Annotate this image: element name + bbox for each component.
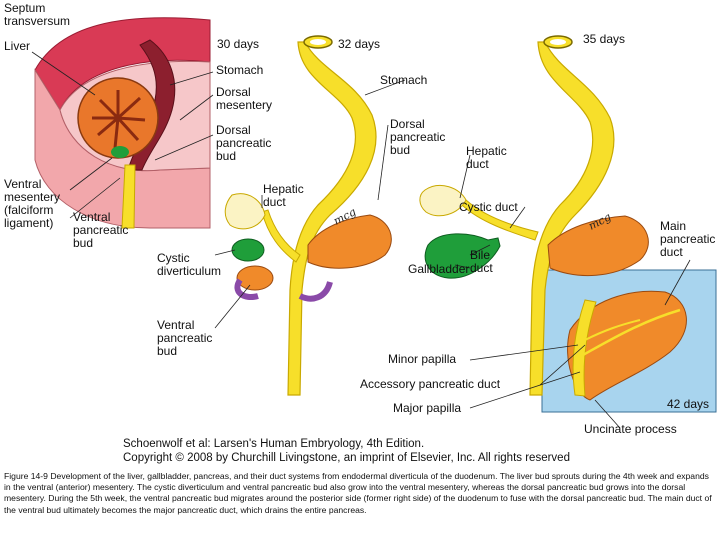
label-cystic-duct: Cystic duct xyxy=(459,200,518,214)
gallbladder-shape xyxy=(424,233,501,279)
figure-caption: Figure 14-9 Development of the liver, ga… xyxy=(4,471,712,515)
liver-lobules xyxy=(92,90,146,149)
label-hepatic-duct-35: Hepatic duct xyxy=(466,144,507,171)
label-accessory-pancreatic-duct: Accessory pancreatic duct xyxy=(360,377,501,391)
label-minor-papilla: Minor papilla xyxy=(388,352,457,366)
label-bile-duct: Bile duct xyxy=(470,248,493,275)
stage-42-days: 42 days xyxy=(667,397,710,411)
dorsal-pancreas-35-shape xyxy=(547,215,649,277)
liver-bud-32-shape xyxy=(224,193,266,230)
label-ventral-pancreatic-bud-32: Ventral pancreatic bud xyxy=(157,318,213,358)
duodenum-30-shape xyxy=(121,164,136,229)
panel-30-days xyxy=(34,17,211,229)
dorsal-pancreatic-bud-32-shape xyxy=(307,214,392,269)
label-septum-transversum: Septum transversum xyxy=(4,1,71,28)
label-stomach-32: Stomach xyxy=(380,73,428,87)
main-pancreatic-duct-path xyxy=(582,308,681,357)
label-ventral-pancreatic-bud-30: Ventral pancreatic bud xyxy=(73,210,129,250)
accessory-duct-path xyxy=(584,319,641,341)
label-uncinate-process: Uncinate process xyxy=(584,422,677,436)
label-liver: Liver xyxy=(4,39,31,53)
ventral-pancreatic-bud-32-shape xyxy=(236,265,274,291)
stage-32-days: 32 days xyxy=(338,37,381,51)
septum-transversum-shape xyxy=(34,17,211,112)
label-dorsal-pancreatic-bud-30: Dorsal pancreatic bud xyxy=(216,123,272,163)
panel-32-days xyxy=(224,35,392,396)
label-gallbladder: Gallbladder xyxy=(408,262,470,276)
credit-line-2: Copyright © 2008 by Churchill Livingston… xyxy=(123,452,570,464)
gut-32-shape xyxy=(287,41,377,396)
lumen-35 xyxy=(550,39,566,45)
label-main-pancreatic-duct: Main pancreatic duct xyxy=(660,219,716,259)
leader-lines xyxy=(31,51,691,429)
stage-35-days: 35 days xyxy=(583,32,626,46)
label-cystic-diverticulum: Cystic diverticulum xyxy=(157,251,222,278)
label-major-papilla: Major papilla xyxy=(393,401,462,415)
rotation-arrow-left xyxy=(234,278,259,300)
label-dorsal-pancreatic-bud-32: Dorsal pancreatic bud xyxy=(390,117,446,157)
stage-30-days: 30 days xyxy=(217,37,260,51)
rotation-arrow-right xyxy=(298,281,333,302)
liver-bud-35-shape xyxy=(419,185,467,217)
stomach-30-shape xyxy=(127,39,176,171)
ventral-pancreatic-bud-30-shape xyxy=(111,146,129,158)
label-dorsal-mesentery: Dorsal mesentery xyxy=(216,85,273,112)
credit-line-1: Schoenwolf et al: Larsen's Human Embryol… xyxy=(123,438,425,450)
cystic-diverticulum-shape xyxy=(231,238,265,262)
label-stomach-30: Stomach xyxy=(216,63,264,77)
gut-35-shape xyxy=(529,41,615,396)
lumen-32 xyxy=(310,39,326,45)
hepatic-duct-32-shape xyxy=(261,209,301,263)
label-ventral-mesentery: Ventral mesentery (falciform ligament) xyxy=(4,177,61,230)
label-hepatic-duct-32: Hepatic duct xyxy=(263,182,304,209)
panel-35-days xyxy=(419,35,717,413)
